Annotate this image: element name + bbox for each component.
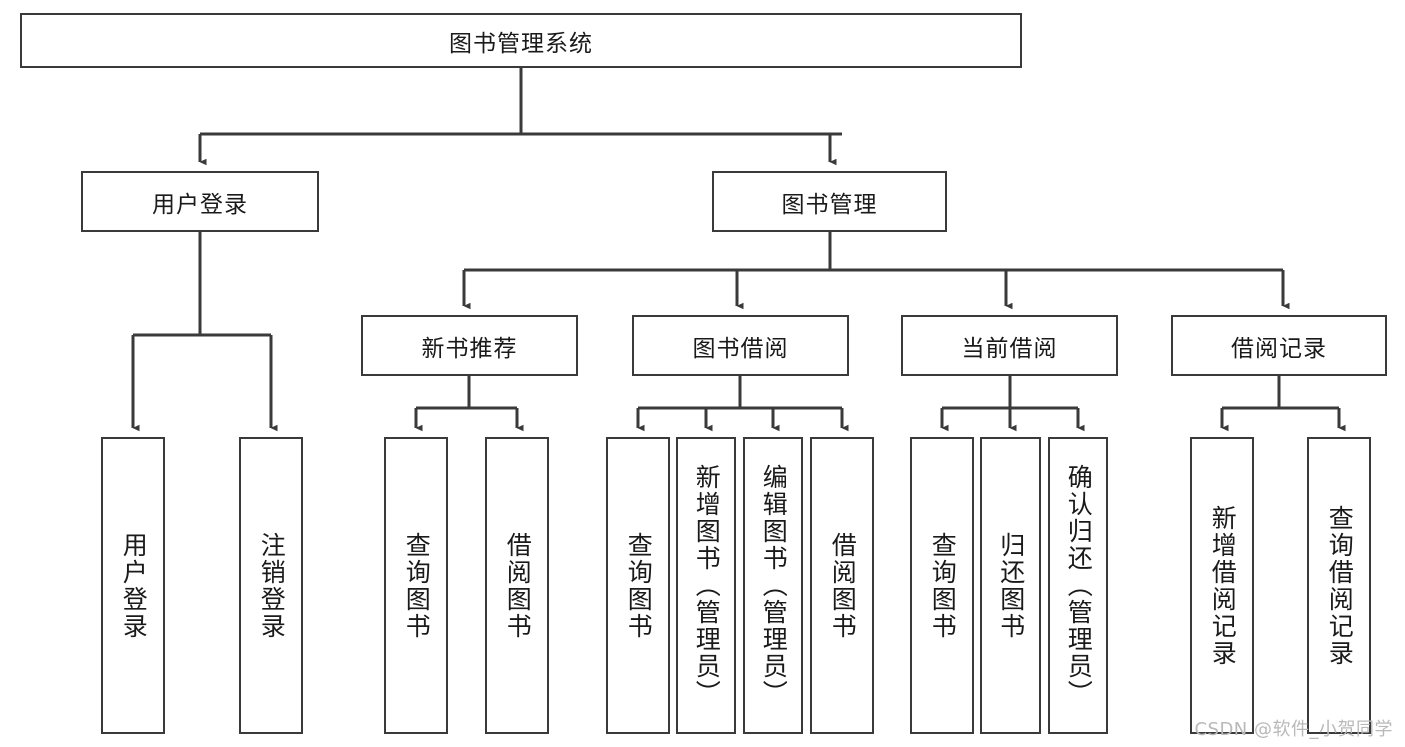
leaf-label: 注销登录	[257, 531, 287, 640]
node-label: 当前借阅	[961, 335, 1058, 362]
leaf-borrow-book-recommend[interactable]: 借阅图书	[485, 437, 549, 734]
leaf-label: 查询图书	[928, 531, 958, 640]
node-label: 图书管理系统	[449, 30, 593, 57]
leaf-label: 归还图书	[996, 531, 1026, 640]
leaf-label: 查询图书	[624, 531, 654, 640]
node-label: 图书借阅	[692, 335, 789, 362]
leaf-query-book-current[interactable]: 查询图书	[910, 437, 974, 734]
leaf-logout[interactable]: 注销登录	[239, 437, 303, 734]
node-current-borrowing[interactable]: 当前借阅	[901, 315, 1118, 376]
node-book-management[interactable]: 图书管理	[712, 171, 947, 232]
leaf-add-book-admin[interactable]: 新增图书（管理员）	[676, 437, 736, 734]
leaf-label: 新增借阅记录	[1208, 504, 1238, 667]
node-label: 用户登录	[152, 191, 248, 218]
leaf-label: 确认归还（管理员）	[1064, 464, 1094, 707]
leaf-label: 查询图书	[402, 531, 432, 640]
node-root-library-management-system[interactable]: 图书管理系统	[20, 13, 1022, 68]
leaf-borrow-book[interactable]: 借阅图书	[810, 437, 874, 734]
leaf-return-book[interactable]: 归还图书	[980, 437, 1041, 734]
node-user-login[interactable]: 用户登录	[81, 171, 319, 232]
node-borrowing-record[interactable]: 借阅记录	[1171, 315, 1387, 376]
leaf-label: 查询借阅记录	[1325, 504, 1355, 667]
leaf-add-borrow-record[interactable]: 新增借阅记录	[1190, 437, 1254, 734]
leaf-query-book-recommend[interactable]: 查询图书	[384, 437, 448, 734]
node-label: 图书管理	[781, 191, 878, 218]
leaf-edit-book-admin[interactable]: 编辑图书（管理员）	[743, 437, 803, 734]
leaf-query-borrow-record[interactable]: 查询借阅记录	[1307, 437, 1371, 734]
node-label: 新书推荐	[421, 335, 518, 362]
leaf-query-book-borrow[interactable]: 查询图书	[606, 437, 670, 734]
node-label: 借阅记录	[1231, 335, 1327, 362]
leaf-label: 用户登录	[119, 531, 149, 640]
leaf-label: 借阅图书	[503, 531, 533, 640]
leaf-label: 编辑图书（管理员）	[759, 464, 789, 707]
leaf-label: 借阅图书	[828, 531, 858, 640]
node-new-book-recommendation[interactable]: 新书推荐	[361, 315, 578, 376]
node-book-borrowing[interactable]: 图书借阅	[632, 315, 849, 376]
leaf-label: 新增图书（管理员）	[692, 464, 722, 707]
leaf-confirm-return-admin[interactable]: 确认归还（管理员）	[1048, 437, 1108, 734]
leaf-user-login[interactable]: 用户登录	[101, 437, 165, 734]
